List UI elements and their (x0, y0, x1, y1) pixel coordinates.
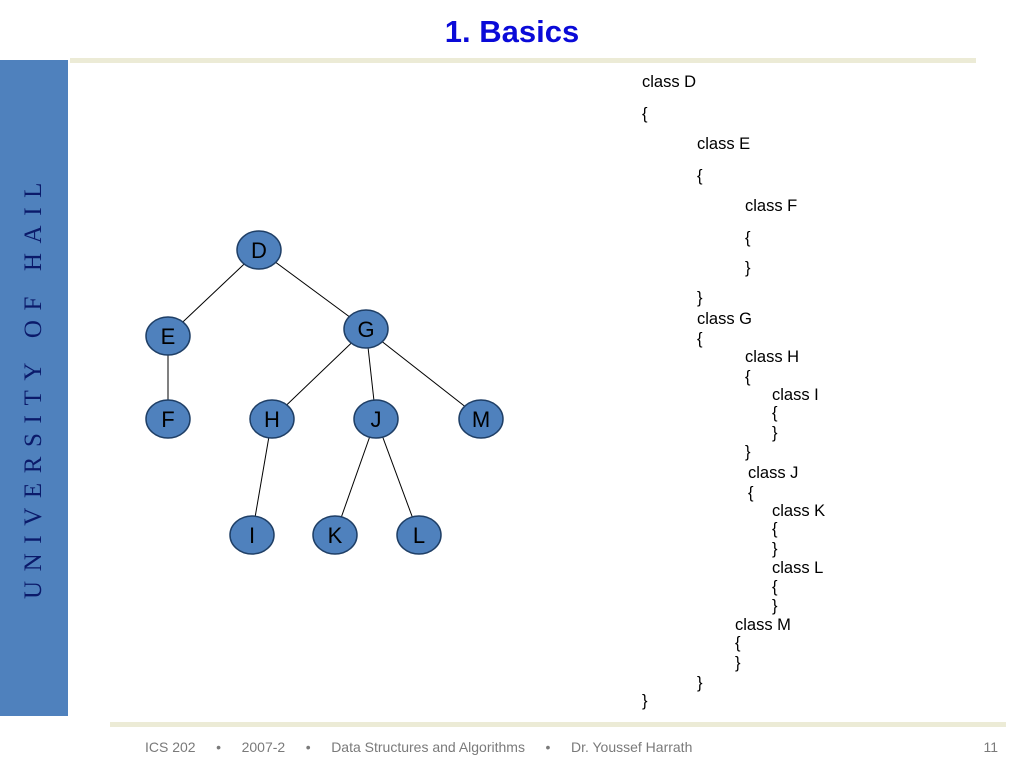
tree-nodes: D E G F H J M I K L (145, 230, 504, 555)
code-line: class I (772, 386, 819, 404)
code-line: } (772, 424, 778, 442)
tree-node-e: E (145, 316, 191, 356)
code-line: { (697, 330, 703, 348)
code-line: class H (745, 348, 800, 366)
footer-author: Dr. Youssef Harrath (570, 739, 693, 755)
code-line: } (772, 540, 778, 558)
tree-node-g: G (343, 309, 389, 349)
tree-node-label: D (251, 238, 267, 263)
tree-node-label: J (371, 407, 382, 432)
code-line: } (745, 443, 751, 461)
tree-node-circle (236, 230, 282, 270)
tree-node-i: I (229, 515, 275, 555)
tree-node-label: H (264, 407, 280, 432)
tree-node-circle (312, 515, 358, 555)
tree-node-h: H (249, 399, 295, 439)
footer-separator: • (216, 739, 222, 755)
tree-node-l: L (396, 515, 442, 555)
code-line: class E (697, 135, 751, 153)
tree-node-label: F (161, 407, 174, 432)
tree-node-circle (353, 399, 399, 439)
code-line: { (748, 484, 754, 502)
tree-node-circle (249, 399, 295, 439)
tree-edge-g-m (365, 328, 482, 420)
footer: ICS 202 • 2007-2 • Data Structures and Algor… (145, 739, 692, 755)
tree-node-f: F (145, 399, 191, 439)
code-line: { (745, 368, 751, 386)
tree-node-j: J (353, 399, 399, 439)
tree-node-circle (343, 309, 389, 349)
tree-node-circle (229, 515, 275, 555)
code-line: { (745, 229, 751, 247)
code-line: } (735, 654, 741, 672)
code-line: { (772, 520, 778, 538)
top-divider (70, 58, 976, 63)
tree-node-label: I (249, 523, 255, 548)
code-line: { (697, 167, 703, 185)
tree-node-m: M (458, 399, 504, 439)
tree-node-circle (458, 399, 504, 439)
tree-edges (167, 249, 482, 536)
slide-title: 1. Basics (444, 14, 580, 49)
code-line: class M (735, 616, 791, 634)
tree-node-label: G (357, 317, 374, 342)
footer-course: ICS 202 (145, 739, 196, 755)
code-line: class D (642, 73, 697, 91)
code-line: { (772, 404, 778, 422)
footer-separator: • (545, 739, 551, 755)
code-line: } (642, 692, 648, 710)
code-line: { (642, 105, 648, 123)
code-line: { (772, 578, 778, 596)
tree-edge-d-g (258, 249, 367, 330)
tree-node-circle (145, 399, 191, 439)
code-line: class L (772, 559, 824, 577)
code-line: } (697, 674, 703, 692)
code-line: } (697, 289, 703, 307)
tree-node-circle (396, 515, 442, 555)
tree-node-k: K (312, 515, 358, 555)
tree-node-circle (145, 316, 191, 356)
tree-edge-j-k (334, 418, 377, 536)
tree-node-label: M (472, 407, 490, 432)
code-line: class J (748, 464, 799, 482)
code-line: } (745, 259, 751, 277)
tree-node-label: E (161, 324, 176, 349)
footer-separator: • (305, 739, 311, 755)
code-line: } (772, 597, 778, 615)
footer-subject: Data Structures and Algorithms (331, 739, 525, 755)
bottom-divider (110, 722, 1006, 727)
code-line: class K (772, 502, 826, 520)
code-line: class G (697, 310, 753, 328)
footer-term: 2007-2 (241, 739, 286, 755)
code-line: { (735, 634, 741, 652)
tree-node-d: D (236, 230, 282, 270)
university-sidebar (0, 60, 68, 716)
tree-node-label: K (328, 523, 343, 548)
tree-edge-g-h (271, 328, 367, 420)
code-line: class F (745, 197, 798, 215)
page-number: 11 (983, 739, 998, 755)
tree-node-label: L (413, 523, 425, 548)
tree-edge-j-l (375, 418, 420, 536)
